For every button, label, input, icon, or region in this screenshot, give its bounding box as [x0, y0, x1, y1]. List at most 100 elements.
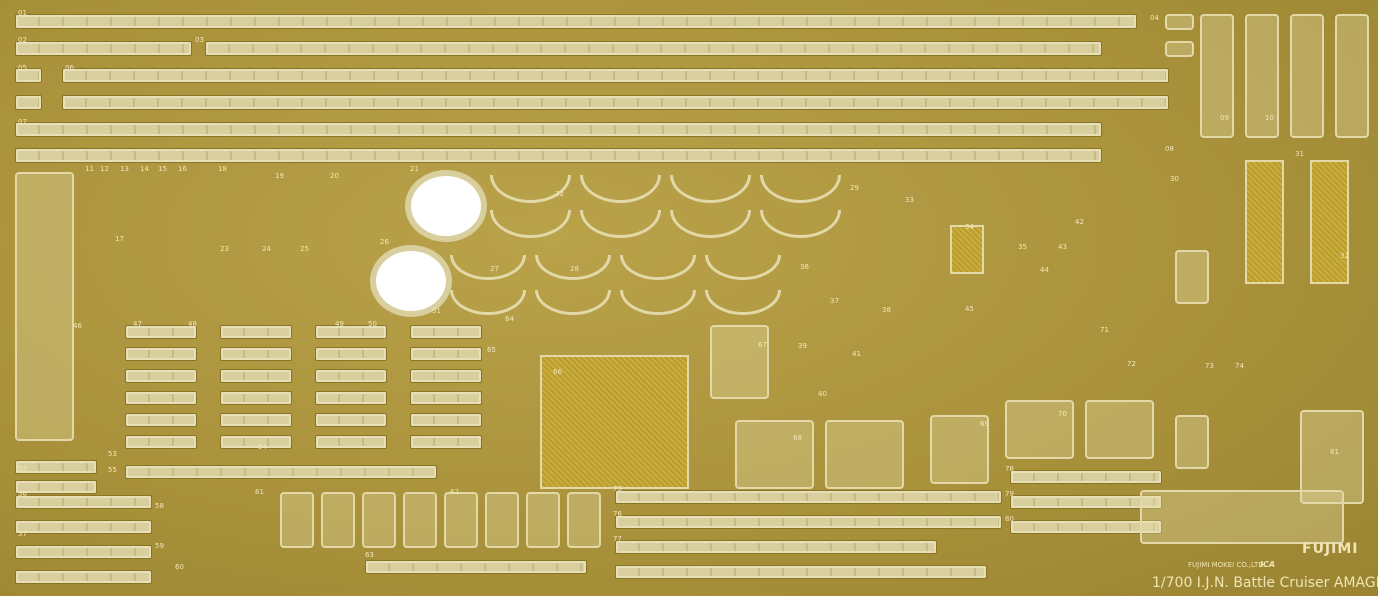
part-number: 05 [18, 64, 27, 72]
ladder-part-61 [444, 492, 478, 548]
small-rail [125, 347, 197, 361]
part-number: 43 [1058, 243, 1067, 251]
part-number: 32 [1340, 252, 1349, 260]
small-rail [410, 369, 482, 383]
part-number: 04 [1150, 14, 1159, 22]
boat-part [670, 175, 751, 203]
ladder-part [1335, 14, 1369, 138]
fitting-part [1005, 400, 1074, 459]
railing-part [15, 520, 152, 534]
part-number: 57 [18, 530, 27, 538]
small-rail [315, 325, 387, 339]
part-number: 73 [1205, 362, 1214, 370]
part-number: 81 [1330, 448, 1339, 456]
ladder-part-61 [280, 492, 314, 548]
part-number: 01 [18, 9, 27, 17]
part-number: 42 [1075, 218, 1084, 226]
fitting-part [930, 415, 989, 484]
ladder-part-61 [321, 492, 355, 548]
part-number: 67 [758, 341, 767, 349]
small-rail [125, 369, 197, 383]
part-number: 64 [505, 315, 514, 323]
ladder-part-61 [485, 492, 519, 548]
railing-part [15, 68, 42, 83]
part-81 [1140, 490, 1344, 544]
boat-part [535, 290, 611, 315]
part-number: 11 [85, 165, 94, 173]
part-number: 44 [1040, 266, 1049, 274]
part-number: 54 [258, 443, 267, 451]
railing-part [15, 570, 152, 584]
railing-part [1010, 470, 1162, 484]
railing-part [615, 540, 937, 554]
part-number: 41 [852, 350, 861, 358]
small-rail [410, 325, 482, 339]
small-rail [410, 391, 482, 405]
part-number: 18 [218, 165, 227, 173]
part-number: 69 [980, 420, 989, 428]
boat-part [450, 255, 526, 280]
part-number: 39 [798, 342, 807, 350]
railing-part [615, 565, 987, 579]
small-rail [220, 347, 292, 361]
boat-part [580, 210, 661, 238]
ladder-part-61 [526, 492, 560, 548]
part-number: 22 [555, 190, 564, 198]
small-rail [315, 347, 387, 361]
part-number: 66 [553, 368, 562, 376]
part-number: 24 [262, 245, 271, 253]
part-number: 07 [18, 118, 27, 126]
part-number: 08 [1165, 145, 1174, 153]
part-number: 74 [1235, 362, 1244, 370]
small-rail [410, 347, 482, 361]
part-number: 61 [255, 488, 264, 496]
small-rail [220, 325, 292, 339]
part-number: 20 [330, 172, 339, 180]
part-number: 30 [1170, 175, 1179, 183]
fitting-part [735, 420, 814, 489]
small-rail [220, 413, 292, 427]
part-number: 02 [18, 36, 27, 44]
small-rail [125, 435, 197, 449]
ladder-part [1290, 14, 1324, 138]
part-number: 37 [830, 297, 839, 305]
boat-part [670, 210, 751, 238]
railing-part [615, 490, 1002, 504]
boat-part [490, 210, 571, 238]
part-number: 65 [487, 346, 496, 354]
part-number: 47 [133, 320, 142, 328]
part-number: 13 [120, 165, 129, 173]
part-number: 68 [793, 434, 802, 442]
part-number: 60 [175, 563, 184, 571]
hole-26 [370, 245, 452, 317]
boat-part [620, 255, 696, 280]
railing-part [15, 41, 192, 56]
part-number: 76 [613, 510, 622, 518]
small-rail [315, 391, 387, 405]
ladder-part-61 [362, 492, 396, 548]
sheet-title: 1/700 I.J.N. Battle Cruiser AMAGI [1152, 575, 1378, 591]
part-number: 53 [108, 450, 117, 458]
part-number: 40 [818, 390, 827, 398]
fitting-part [1085, 400, 1154, 459]
part-number: 19 [275, 172, 284, 180]
part-number: 21 [410, 165, 419, 173]
ica-logo: ICA [1260, 560, 1276, 569]
part-number: 23 [220, 245, 229, 253]
part-number: 09 [1220, 114, 1229, 122]
railing-part [615, 515, 1002, 529]
fujimi-logo: FUJIMI [1302, 541, 1359, 557]
part-number: 49 [335, 320, 344, 328]
railing-part [15, 14, 1137, 29]
part-number: 35 [1018, 243, 1027, 251]
railing-part [365, 560, 587, 574]
part-number: 58 [155, 502, 164, 510]
ladder-part-61 [403, 492, 437, 548]
railing-part [62, 68, 1169, 83]
small-rail [315, 413, 387, 427]
part-number: 78 [1005, 465, 1014, 473]
boat-part [760, 175, 841, 203]
small-rail [125, 325, 197, 339]
part-number: 12 [100, 165, 109, 173]
